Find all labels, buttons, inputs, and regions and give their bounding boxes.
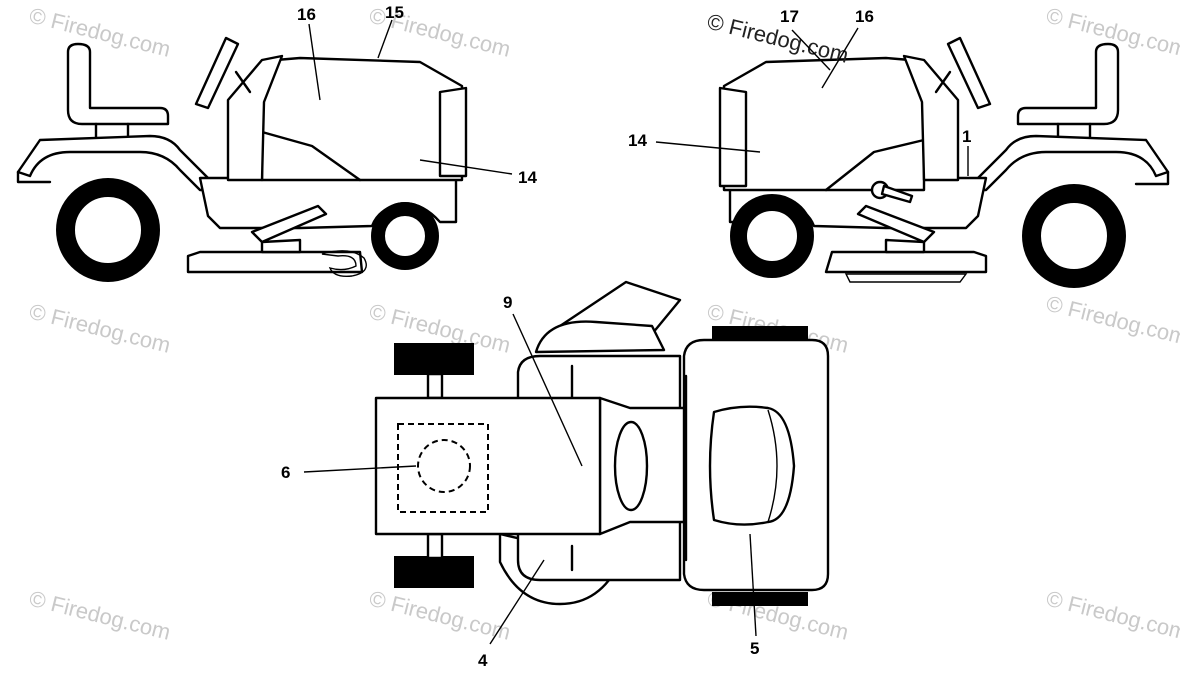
watermark: © Firedog.com <box>27 586 173 645</box>
leader-5 <box>749 533 757 637</box>
deck-lever <box>250 204 328 244</box>
seat <box>1016 42 1120 126</box>
leader-16 <box>821 27 859 89</box>
left-side-tractor: 16 15 14 <box>16 3 537 282</box>
right-side-tractor: © Firedog.com 17 16 14 1 <box>628 7 1170 288</box>
top-view-tractor: 9 6 4 5 <box>281 280 830 670</box>
rear-fender <box>952 134 1170 192</box>
leader-4 <box>489 559 545 645</box>
callout-14: 14 <box>518 168 537 187</box>
watermark: © Firedog.com <box>27 3 173 62</box>
grille <box>718 86 748 188</box>
rear-wheel-top <box>394 343 474 375</box>
deck-lever <box>856 204 936 244</box>
seat <box>66 42 170 126</box>
discharge-chute <box>321 250 367 278</box>
callout-5: 5 <box>750 639 759 658</box>
callout-9: 9 <box>503 293 512 312</box>
watermark: © Firedog.com <box>367 586 513 645</box>
watermark: © Firedog.com <box>1044 291 1180 350</box>
decal-6-area <box>397 423 489 513</box>
callout-1: 1 <box>962 127 971 146</box>
front-wheel-top <box>712 326 808 340</box>
dash-panel <box>226 54 284 182</box>
leader-14 <box>419 159 513 175</box>
hood <box>722 56 926 192</box>
steering-wheel <box>946 36 992 110</box>
dash-panel <box>902 54 960 182</box>
callout-15: 15 <box>385 3 404 22</box>
leader-6 <box>303 465 417 473</box>
leader-14 <box>655 141 761 153</box>
watermark: © Firedog.com <box>27 299 173 358</box>
callout-6: 6 <box>281 463 290 482</box>
leader-15 <box>377 19 393 59</box>
rear-wheel-bottom <box>394 556 474 588</box>
mower-deck <box>186 250 364 274</box>
callout-16: 16 <box>297 5 316 24</box>
callout-17: 17 <box>780 7 799 26</box>
callout-14: 14 <box>628 131 647 150</box>
hood-top-panel <box>708 405 796 526</box>
watermark: © Firedog.com <box>705 9 851 68</box>
steering-wheel <box>194 36 240 110</box>
watermark: © Firedog.com <box>1044 586 1180 645</box>
front-wheel-bottom <box>712 592 808 606</box>
rear-fender <box>16 134 234 192</box>
grille <box>438 86 468 178</box>
leader-16 <box>308 23 321 101</box>
mower-deck <box>824 250 988 274</box>
callout-4: 4 <box>478 651 488 670</box>
leader-9 <box>512 313 583 467</box>
leader-17 <box>791 29 831 71</box>
callout-16: 16 <box>855 7 874 26</box>
